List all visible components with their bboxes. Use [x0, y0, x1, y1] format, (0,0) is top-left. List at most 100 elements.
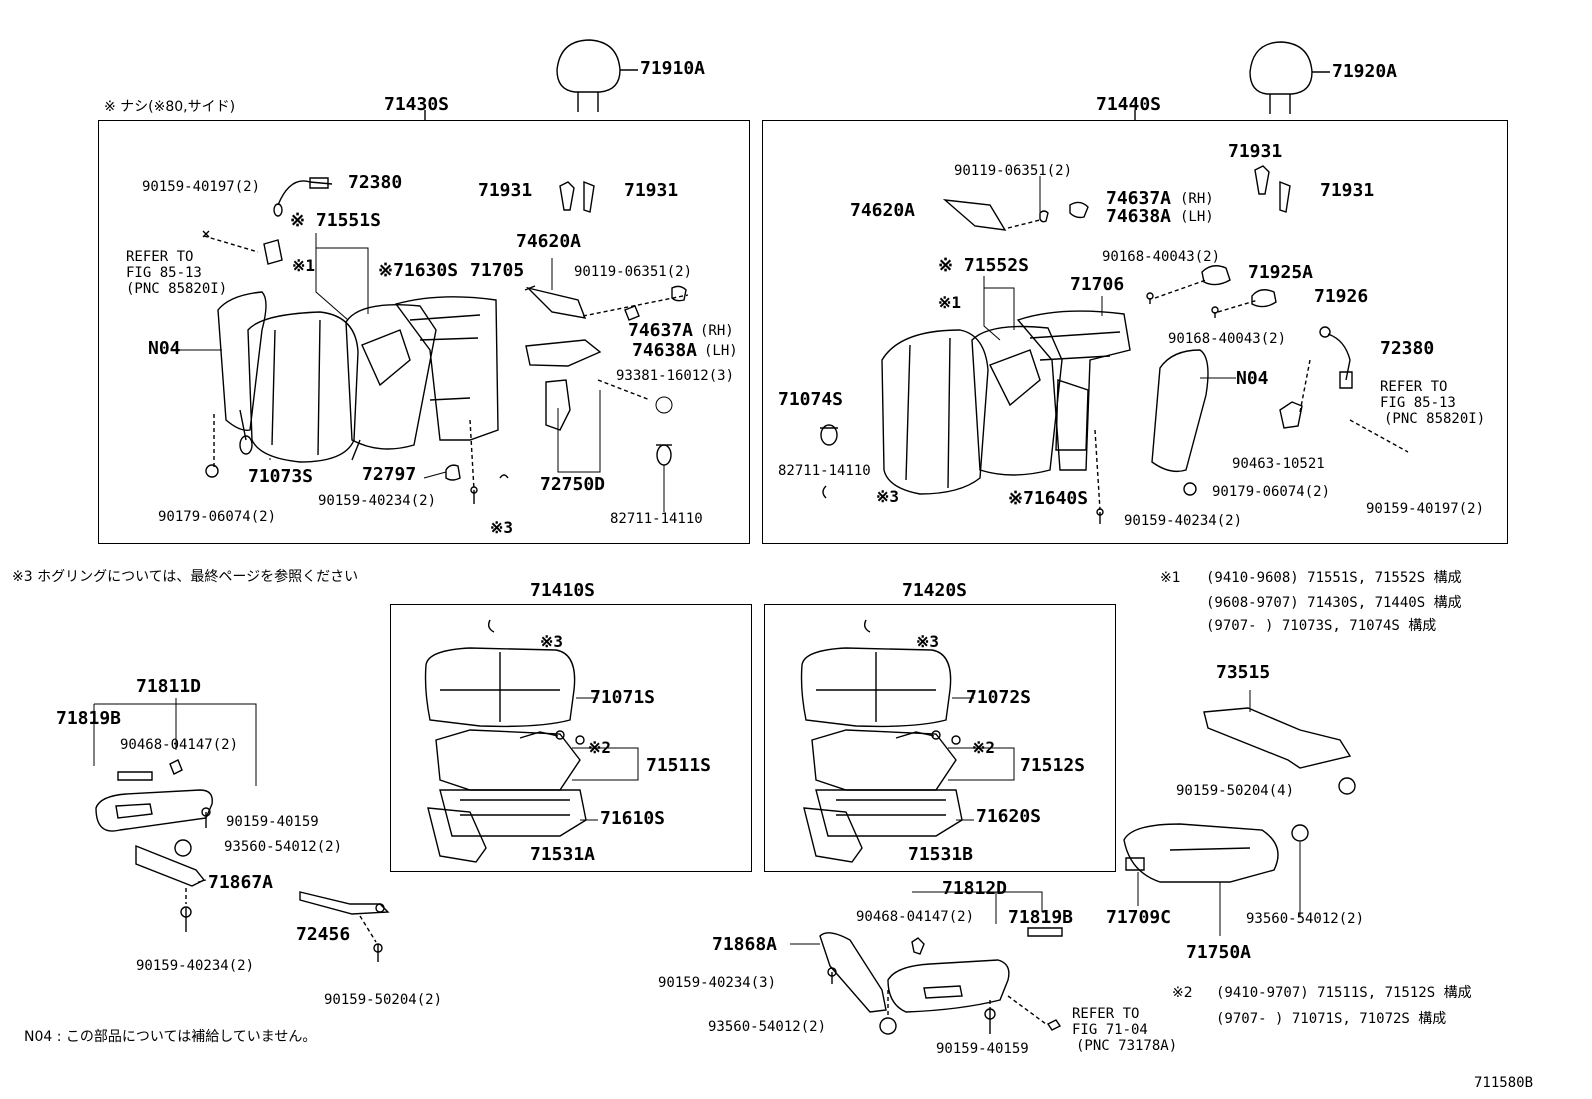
part-90119-06351-left[interactable]: 90119-06351(2)	[574, 264, 693, 280]
part-90179-06074-left[interactable]: 90179-06074(2)	[158, 509, 277, 525]
figure-code: 711580B	[1474, 1075, 1534, 1091]
part-74620A-left[interactable]: 74620A	[516, 231, 582, 252]
part-71931-left-2[interactable]: 71931	[624, 180, 679, 201]
part-71750A[interactable]: 71750A	[1186, 942, 1252, 963]
assembly-71420S[interactable]: 71420S	[902, 580, 968, 601]
part-71931-right-2[interactable]: 71931	[1320, 180, 1375, 201]
part-71630S[interactable]: ※71630S	[378, 260, 459, 281]
part-71511S[interactable]: 71511S	[646, 755, 712, 776]
part-72797[interactable]: 72797	[362, 464, 417, 485]
part-82711-14110-left[interactable]: 82711-14110	[610, 511, 703, 527]
part-71868A[interactable]: 71868A	[712, 934, 778, 955]
right-cushion-drawing	[802, 620, 1015, 862]
lower-right-parts-drawing	[790, 690, 1355, 1034]
part-90159-40234-lower[interactable]: 90159-40234(2)	[136, 958, 255, 974]
refer-bottom-line2: FIG 71-04	[1072, 1022, 1148, 1038]
n04-note: N04 : この部品については補給していません。	[24, 1029, 317, 1045]
part-N04-right[interactable]: N04	[1236, 368, 1269, 389]
part-74620A-right[interactable]: 74620A	[850, 200, 916, 221]
part-90159-50204-lower[interactable]: 90159-50204(2)	[324, 992, 443, 1008]
part-74637A-right[interactable]: 74637A	[1106, 188, 1172, 209]
part-90463-10521[interactable]: 90463-10521	[1232, 456, 1325, 472]
part-71074S[interactable]: 71074S	[778, 389, 844, 410]
lower-left-parts-drawing	[94, 698, 388, 962]
part-90159-40234-right[interactable]: 90159-40234(2)	[1124, 513, 1243, 529]
assembly-box-71420S	[764, 604, 1116, 872]
assembly-box-71430S	[98, 120, 750, 544]
part-71531B[interactable]: 71531B	[908, 844, 974, 865]
part-71819B-right[interactable]: 71819B	[1008, 907, 1074, 928]
part-71926[interactable]: 71926	[1314, 286, 1369, 307]
part-72750D[interactable]: 72750D	[540, 474, 606, 495]
part-93560-54012-left[interactable]: 93560-54012(2)	[224, 839, 343, 855]
part-90159-40159-left[interactable]: 90159-40159	[226, 814, 319, 830]
part-90159-40234-left[interactable]: 90159-40234(2)	[318, 493, 437, 509]
lh-left: (LH)	[704, 343, 738, 359]
refer-right-line3: (PNC 85820I)	[1384, 411, 1486, 427]
part-71811D[interactable]: 71811D	[136, 676, 202, 697]
part-73515[interactable]: 73515	[1216, 662, 1271, 683]
part-90468-04147-left[interactable]: 90468-04147(2)	[120, 737, 239, 753]
part-90168-40043-b[interactable]: 90168-40043(2)	[1168, 331, 1287, 347]
part-74638A-left[interactable]: 74638A	[632, 340, 698, 361]
part-71072S[interactable]: 71072S	[966, 687, 1032, 708]
note-mark-2-right: ※2	[972, 738, 996, 757]
assembly-71430S[interactable]: 71430S	[384, 94, 450, 115]
part-90159-50204-right[interactable]: 90159-50204(4)	[1176, 783, 1295, 799]
part-71925A[interactable]: 71925A	[1248, 262, 1314, 283]
part-72456[interactable]: 72456	[296, 924, 351, 945]
assembly-71440S[interactable]: 71440S	[1096, 94, 1162, 115]
part-71640S[interactable]: ※71640S	[1008, 488, 1089, 509]
part-90468-04147-right[interactable]: 90468-04147(2)	[856, 909, 975, 925]
part-71819B-left[interactable]: 71819B	[56, 708, 122, 729]
part-71920A[interactable]: 71920A	[1332, 61, 1398, 82]
part-74637A-left[interactable]: 74637A	[628, 320, 694, 341]
refer-bottom-line1: REFER TO	[1072, 1006, 1140, 1022]
part-71071S[interactable]: 71071S	[590, 687, 656, 708]
part-90168-40043-a[interactable]: 90168-40043(2)	[1102, 249, 1221, 265]
part-71610S[interactable]: 71610S	[600, 808, 666, 829]
part-71551S[interactable]: ※ 71551S	[290, 210, 381, 231]
note-2-mark: ※2	[1172, 985, 1193, 1001]
part-90159-40234-bottom[interactable]: 90159-40234(3)	[658, 975, 777, 991]
left-cushion-drawing	[426, 620, 639, 862]
part-93560-54012-right[interactable]: 93560-54012(2)	[1246, 911, 1365, 927]
part-93560-54012-bottom[interactable]: 93560-54012(2)	[708, 1019, 827, 1035]
part-74638A-right[interactable]: 74638A	[1106, 206, 1172, 227]
part-71512S[interactable]: 71512S	[1020, 755, 1086, 776]
part-71552S[interactable]: ※ 71552S	[938, 255, 1029, 276]
refer-left-line1: REFER TO	[126, 249, 194, 265]
part-71910A[interactable]: 71910A	[640, 58, 706, 79]
part-71867A[interactable]: 71867A	[208, 872, 274, 893]
part-90159-40159-bottom[interactable]: 90159-40159	[936, 1041, 1029, 1057]
lh-right: (LH)	[1180, 209, 1214, 225]
part-72380-right[interactable]: 72380	[1380, 338, 1435, 359]
part-90159-40197-left[interactable]: 90159-40197(2)	[142, 179, 261, 195]
assembly-71410S[interactable]: 71410S	[530, 580, 596, 601]
part-71931-left-1[interactable]: 71931	[478, 180, 533, 201]
note-mark-1-right: ※1	[938, 293, 962, 312]
part-90159-40197-right[interactable]: 90159-40197(2)	[1366, 501, 1485, 517]
part-71531A[interactable]: 71531A	[530, 844, 596, 865]
right-seatback-drawing	[820, 166, 1408, 524]
part-82711-14110-right[interactable]: 82711-14110	[778, 463, 871, 479]
part-71620S[interactable]: 71620S	[976, 806, 1042, 827]
part-71073S[interactable]: 71073S	[248, 466, 314, 487]
note-mark-3-cushion-left: ※3	[540, 632, 564, 651]
part-71706[interactable]: 71706	[1070, 274, 1125, 295]
part-71709C[interactable]: 71709C	[1106, 907, 1172, 928]
part-93381-16012[interactable]: 93381-16012(3)	[616, 368, 735, 384]
note-1-row-2: (9608-9707) 71430S, 71440S 構成	[1206, 595, 1462, 611]
note-mark-3-left: ※3	[490, 518, 514, 537]
note-mark-3-cushion-right: ※3	[916, 632, 940, 651]
part-90179-06074-right[interactable]: 90179-06074(2)	[1212, 484, 1331, 500]
part-72380-left[interactable]: 72380	[348, 172, 403, 193]
part-71705[interactable]: 71705	[470, 260, 525, 281]
part-71812D[interactable]: 71812D	[942, 878, 1008, 899]
part-71931-right-1[interactable]: 71931	[1228, 141, 1283, 162]
refer-left-line2: FIG 85-13	[126, 265, 202, 281]
part-90119-06351-right[interactable]: 90119-06351(2)	[954, 163, 1073, 179]
part-N04-left[interactable]: N04	[148, 338, 181, 359]
left-seatback-drawing	[178, 178, 688, 512]
